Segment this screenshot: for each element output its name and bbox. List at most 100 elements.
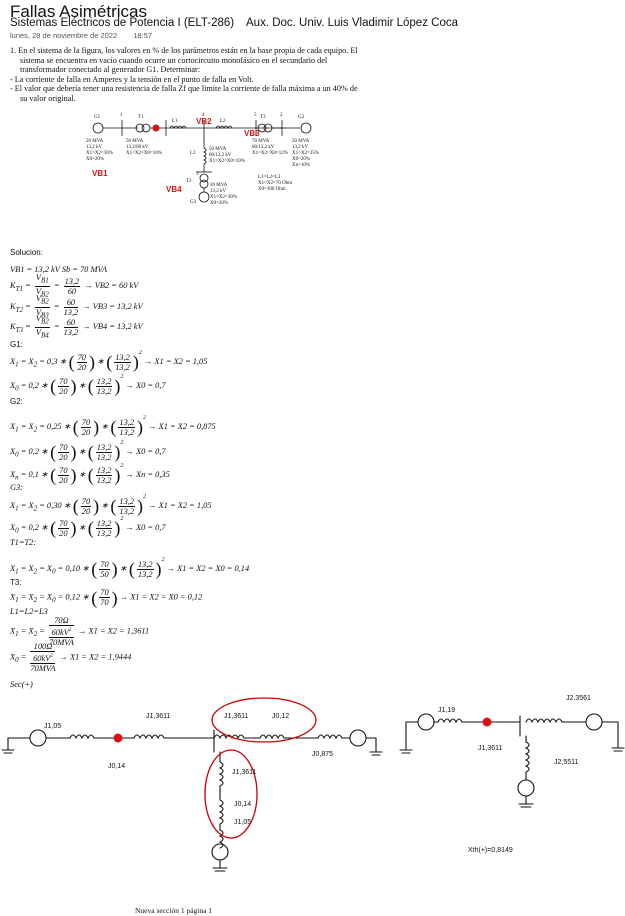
svg-text:X0=20%: X0=20% <box>292 157 310 162</box>
fig-node-5: 5 <box>254 113 257 118</box>
fig-line-data: L1=L2=L3 X1=X2=70 Ohm X0=100 Ohm <box>258 175 292 192</box>
highlight-series-group <box>211 697 317 743</box>
circuit-label: J1,05 <box>44 723 61 730</box>
generator-g3-symbol <box>198 191 210 203</box>
svg-text:X1=X2=X0=10%: X1=X2=X0=10% <box>126 151 162 156</box>
circuit-label: J1,05 <box>234 819 251 826</box>
circuit-label: J0,875 <box>312 751 333 758</box>
svg-text:X1=X2=X0=12%: X1=X2=X0=12% <box>252 151 288 156</box>
fig-t1: T1 <box>138 115 144 120</box>
svg-text:60/13,2 kV: 60/13,2 kV <box>209 153 232 158</box>
problem-bullet: su valor original. <box>20 93 76 103</box>
circuit-label: J1,19 <box>438 707 455 714</box>
svg-text:50 MVA: 50 MVA <box>209 147 227 152</box>
fig-node-1: 1 <box>120 113 123 118</box>
svg-text:Xn=10%: Xn=10% <box>292 163 310 168</box>
t1t2-heading: T1=T2: <box>10 538 37 547</box>
fig-line-l2: L2 <box>220 119 226 124</box>
circuit-label: J1,3611 <box>478 745 502 752</box>
svg-text:20 MVA: 20 MVA <box>210 183 228 188</box>
g2-heading: G2: <box>10 397 23 406</box>
circuit-label: J0,14 <box>234 801 251 808</box>
sequence-heading: Sec(+) <box>10 680 33 689</box>
page-footer: Nueva sección 1 página 1 <box>135 906 213 915</box>
lines-heading: L1=L2=L3 <box>10 607 48 616</box>
g1-heading: G1: <box>10 340 23 349</box>
circuit-label: J1,3611 <box>224 713 248 720</box>
note-time: 18:57 <box>133 31 153 40</box>
svg-text:13,2 kV: 13,2 kV <box>292 145 309 150</box>
course-subtitle: Sistemas Eléctricos de Potencia I (ELT-2… <box>10 17 235 29</box>
fault-point-right <box>482 717 492 727</box>
fig-g2-data: 20 MVA 13,2 kV X1=X2=25% X0=20% Xn=10% <box>292 139 319 168</box>
svg-text:X1=X2=X0=10%: X1=X2=X0=10% <box>209 159 245 164</box>
fig-node-4: 4 <box>202 113 205 118</box>
svg-text:20 MVA: 20 MVA <box>292 139 310 144</box>
svg-text:60/13,2 kV: 60/13,2 kV <box>252 145 275 150</box>
fig-annot-vb4: VB4 <box>166 185 182 194</box>
svg-text:X0=100 Ohm: X0=100 Ohm <box>258 187 286 192</box>
fig-node-2: 2 <box>280 113 283 118</box>
fig-label-g3: G3 <box>190 200 197 205</box>
circuit-label: J1,3611 <box>232 769 256 776</box>
problem-line: 1. En el sistema de la figura, los valor… <box>10 46 358 55</box>
circuit-label: J2,5511 <box>554 759 578 766</box>
fault-point-left <box>113 733 123 743</box>
solution-label: Solucion: <box>10 248 43 257</box>
fig-t3-data: 70 MVA 60/13,2 kV X1=X2=X0=12% <box>252 139 288 156</box>
svg-text:X1=X2=30%: X1=X2=30% <box>210 195 237 200</box>
svg-text:20 MVA: 20 MVA <box>86 139 104 144</box>
fig-t2-data: 50 MVA 60/13,2 kV X1=X2=X0=10% <box>209 147 245 164</box>
t3-heading: T3: <box>10 578 22 587</box>
thevenin-result: Xth(+)=0,8149 <box>468 847 513 854</box>
svg-text:X1=X2=30%: X1=X2=30% <box>86 151 113 156</box>
svg-text:70 MVA: 70 MVA <box>252 139 270 144</box>
fig-annot-vb2: VB2 <box>196 117 212 126</box>
svg-text:13,2 kV: 13,2 kV <box>86 145 103 150</box>
fig-g3-data: 20 MVA 13,2 kV X1=X2=30% X0=20% <box>210 183 237 206</box>
svg-text:50 MVA: 50 MVA <box>126 139 144 144</box>
problem-bullet: - La corriente de falla en Amperes y la … <box>10 74 254 84</box>
g3-heading: G3: <box>10 483 24 492</box>
highlight-branch-group <box>204 749 258 839</box>
fig-g1-data: 20 MVA 13,2 kV X1=X2=30% X0=20% <box>86 139 113 162</box>
problem-line: transformador conectado al generador G1.… <box>20 65 201 75</box>
circuit-label: J1,3611 <box>146 713 170 720</box>
base-voltage-line: VB1 = 13,2 kV Sb = 70 MVA <box>10 265 108 274</box>
svg-text:13,2/60 kV: 13,2/60 kV <box>126 145 149 150</box>
circuit-label: J2,3561 <box>566 695 591 702</box>
fig-line-l3: L3 <box>190 151 196 156</box>
problem-statement: 1. En el sistema de la figura, los valor… <box>10 46 405 104</box>
note-date: lunes, 28 de noviembre de 2022 <box>10 31 118 40</box>
fault-point <box>152 124 160 132</box>
svg-text:X1=X2=25%: X1=X2=25% <box>292 151 319 156</box>
svg-text:L1=L2=L3: L1=L2=L3 <box>258 175 281 180</box>
fig-node-3: 3 <box>196 172 199 177</box>
svg-text:X0=20%: X0=20% <box>210 201 228 206</box>
fig-annot-vb3: VB3 <box>244 129 260 138</box>
fig-t3: T3 <box>260 115 266 120</box>
fig-label-g1: G1 <box>94 115 101 120</box>
svg-text:13,2 kV: 13,2 kV <box>210 189 227 194</box>
problem-line: sistema se encuentra en vacío cuando ocu… <box>20 55 328 65</box>
circuit-label: J0,14 <box>108 763 125 770</box>
generator-g2-symbol <box>300 122 312 134</box>
note-meta: lunes, 28 de noviembre de 2022 18:57 <box>10 31 166 40</box>
fig-label-g2: G2 <box>298 115 305 120</box>
author: Aux. Doc. Univ. Luis Vladimir López Coca <box>246 17 458 29</box>
fig-annot-vb1: VB1 <box>92 169 108 178</box>
fig-line-l1: L1 <box>172 119 178 124</box>
positive-sequence-circuits: J1,05 J1,3611 J1,3611 J0,12 J0,14 J0,875… <box>1 695 625 872</box>
